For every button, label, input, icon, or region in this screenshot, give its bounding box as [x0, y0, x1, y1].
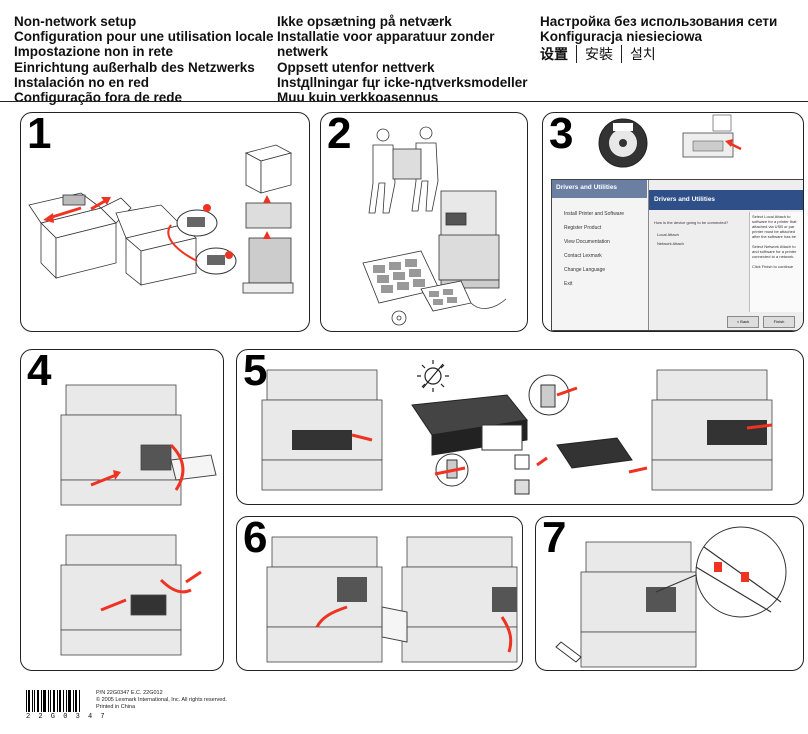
- help-line: printer must be attached: [752, 229, 796, 234]
- header-line: Installatie voor apparatuur zonder: [277, 29, 495, 45]
- header-line: Настройка без использования сети: [540, 14, 778, 29]
- chinese-simplified-title: 设置: [540, 45, 568, 62]
- step-3-panel: 3 Drivers and Utilities Install Printer …: [542, 112, 804, 332]
- step-2-panel: 2: [320, 112, 528, 332]
- help-line: Click Finish to continue: [752, 264, 794, 269]
- help-line: Select Local Attach to: [752, 214, 791, 219]
- help-line: Select Network Attach to: [752, 244, 796, 249]
- step-4-panel: 4: [20, 349, 224, 671]
- step-number: 3: [549, 112, 574, 158]
- installer-window: Drivers and Utilities Install Printer an…: [551, 179, 803, 331]
- barcode-icon: [26, 690, 80, 712]
- step-5-panel: 5: [236, 349, 804, 505]
- printer-illustration-icon: [266, 536, 518, 663]
- unpacking-illustration-icon: [28, 144, 294, 294]
- header-line: Configuração fora de rede: [14, 90, 183, 106]
- header-column-2: Ikke opsætning på netværk Installatie vo…: [277, 14, 528, 105]
- korean-title: 설치: [630, 45, 656, 62]
- help-line: software for a printer that: [752, 219, 797, 224]
- installer-left-pane: Drivers and Utilities Install Printer an…: [552, 180, 647, 330]
- installer-title: Drivers and Utilities: [556, 184, 618, 191]
- step-number: 4: [27, 349, 52, 395]
- chinese-traditional-title: 安裝: [585, 45, 613, 62]
- menu-item-exit[interactable]: Exit: [564, 281, 573, 287]
- barcode-number: 2 2 G 0 3 4 7: [26, 713, 107, 721]
- wizard-title: Drivers and Utilities: [654, 196, 716, 203]
- header-line: Ikke opsætning på netværk: [277, 14, 452, 29]
- trash-icon: [514, 479, 530, 495]
- header-line: Einrichtung außerhalb des Netzwerks: [14, 59, 255, 75]
- printer-illustration-icon: [555, 526, 787, 668]
- header-rule: [0, 101, 808, 102]
- copyright: © 2005 Lexmark International, Inc. All r…: [96, 697, 227, 703]
- header-column-1: Non-network setup Configuration pour une…: [14, 14, 274, 105]
- step-number: 1: [27, 112, 52, 158]
- installer-title-bar: Drivers and Utilities: [552, 180, 647, 198]
- header-line: Non-network setup: [14, 14, 137, 29]
- part-number: P/N 22G0347 E.C. 22G012: [96, 690, 163, 696]
- wizard-title-bar: Drivers and Utilities: [649, 190, 803, 210]
- printer-illustration-icon: [60, 384, 217, 656]
- finish-button[interactable]: Finish: [763, 316, 795, 328]
- step-number: 5: [243, 349, 268, 395]
- header-column-3: Настройка без использования сети Konfigu…: [540, 14, 778, 64]
- connection-question: How is the device going to be connected?: [654, 220, 729, 225]
- header-line: Configuration pour une utilisation local…: [14, 29, 274, 45]
- option-network-attach[interactable]: Network Attach: [657, 241, 684, 246]
- printed-in: Printed in China: [96, 704, 136, 710]
- toner-cartridge-icon: [261, 360, 773, 495]
- cd-icon: [598, 114, 742, 168]
- asian-titles: 设置 安裝 설치: [540, 45, 777, 64]
- menu-item-contact[interactable]: Contact Lexmark: [564, 253, 602, 259]
- menu-item-language[interactable]: Change Language: [564, 267, 606, 273]
- step-number: 6: [243, 516, 268, 562]
- divider: [576, 45, 577, 64]
- step-number: 7: [542, 516, 567, 562]
- header-line: Instalación no en red: [14, 74, 150, 90]
- footer-info: P/N 22G0347 E.C. 22G012 © 2005 Lexmark I…: [96, 690, 227, 711]
- step-number: 2: [327, 112, 352, 158]
- step-7-panel: 7: [535, 516, 804, 671]
- help-line: connected to a network.: [752, 254, 795, 259]
- header-line: Instдllningar fцr icke-nдtverksmodeller: [277, 74, 528, 90]
- divider: [621, 45, 622, 64]
- help-line: after the software has be: [752, 234, 797, 239]
- help-line: attached via USB or par: [752, 224, 795, 229]
- header-line: Muu kuin verkkoasennus: [277, 90, 439, 106]
- menu-item-register[interactable]: Register Product: [564, 225, 602, 231]
- header-line: Impostazione non in rete: [14, 44, 174, 60]
- people-carrying-icon: [362, 126, 507, 326]
- menu-item-docs[interactable]: View Documentation: [564, 239, 610, 245]
- menu-item-install[interactable]: Install Printer and Software: [564, 211, 625, 217]
- back-button[interactable]: < Back: [727, 316, 759, 328]
- help-line: and software for a printer: [752, 249, 797, 254]
- header-line: netwerk: [277, 44, 329, 60]
- header-line: Oppsett utenfor nettverk: [277, 59, 435, 75]
- step-6-panel: 6: [236, 516, 523, 671]
- header-line: Konfiguracja niesieciowa: [540, 29, 703, 45]
- option-local-attach[interactable]: Local Attach: [657, 232, 679, 237]
- step-1-panel: 1: [20, 112, 310, 332]
- help-panel: Select Local Attach to software for a pr…: [749, 212, 803, 312]
- installer-right-pane: Drivers and Utilities How is the device …: [648, 180, 803, 330]
